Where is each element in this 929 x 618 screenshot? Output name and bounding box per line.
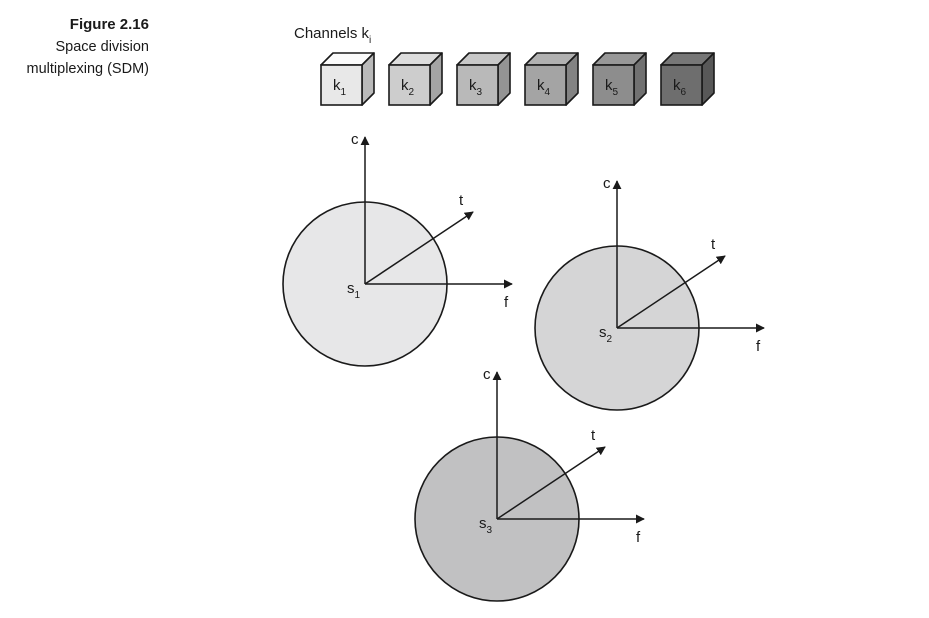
axis-t-arrow [496, 446, 606, 520]
figure-title-line-1: Space division [55, 39, 150, 55]
axis-f-label: f [756, 338, 761, 355]
axis-f-label: f [504, 294, 509, 311]
channel-cube-k4: k4 [524, 52, 579, 106]
figure-title-line-2: multiplexing (SDM) [26, 61, 149, 77]
space-label-s3: s3 [479, 515, 493, 536]
space-label-s2: s2 [599, 324, 613, 345]
cube-label-k1: k1 [333, 77, 347, 98]
axis-t-label: t [711, 236, 716, 253]
axis-t-label: t [459, 192, 464, 209]
axis-c-label: c [351, 131, 359, 148]
cube-label-k4: k4 [537, 77, 551, 98]
cube-front-face [388, 64, 431, 106]
cube-front-face [660, 64, 703, 106]
space-region-s1: c t f s1 [282, 131, 513, 367]
space-label-s1: s1 [347, 280, 361, 301]
space-region-s3: c t f s3 [414, 366, 645, 602]
axis-f-label: f [636, 529, 641, 546]
space-regions: c t f s1 c t f s2 c t f s3 [282, 131, 765, 602]
axis-t-label: t [591, 427, 596, 444]
channel-cubes: k1 k2 k3 k4 k5 k6 [320, 52, 715, 106]
cube-label-k5: k5 [605, 77, 619, 98]
cube-front-face [456, 64, 499, 106]
cube-label-k3: k3 [469, 77, 483, 98]
axis-t-arrow [616, 255, 726, 329]
cube-label-k6: k6 [673, 77, 687, 98]
figure-caption: Figure 2.16 Space division multiplexing … [0, 14, 149, 80]
axis-c-label: c [603, 175, 611, 192]
cube-front-face [524, 64, 567, 106]
channel-cube-k5: k5 [592, 52, 647, 106]
figure-number: Figure 2.16 [69, 16, 149, 33]
space-region-s2: c t f s2 [534, 175, 765, 411]
cube-front-face [320, 64, 363, 106]
channel-cube-k3: k3 [456, 52, 511, 106]
axis-c-label: c [483, 366, 491, 383]
channels-label: Channels ki [294, 25, 371, 46]
channel-cube-k1: k1 [320, 52, 375, 106]
cube-front-face [592, 64, 635, 106]
channel-cube-k2: k2 [388, 52, 443, 106]
axis-t-arrow [364, 211, 474, 285]
channel-cube-k6: k6 [660, 52, 715, 106]
cube-label-k2: k2 [401, 77, 415, 98]
